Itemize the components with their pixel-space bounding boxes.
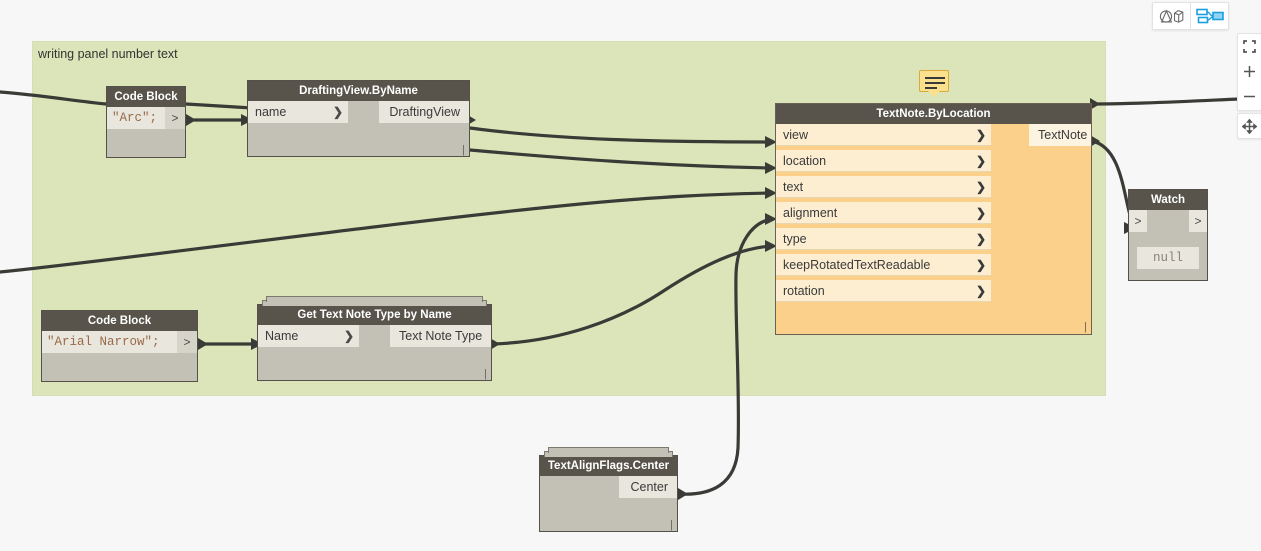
input-port-name[interactable]: Name ❯: [258, 325, 359, 347]
node-info-bubble-icon[interactable]: [919, 70, 949, 97]
port-label: rotation: [783, 284, 825, 298]
chevron-right-icon: ❯: [975, 284, 986, 298]
geometry-view-toggle[interactable]: [1153, 3, 1190, 29]
port-label: Name: [265, 329, 299, 343]
node-title: TextAlignFlags.Center: [540, 456, 677, 476]
fit-to-screen-button[interactable]: [1237, 34, 1261, 59]
note-bubble-tail: [928, 91, 940, 97]
node-resize-grip[interactable]: |: [484, 368, 487, 380]
port-label: keepRotatedTextReadable: [783, 258, 931, 272]
chevron-right-icon: ❯: [975, 232, 986, 246]
pan-move-icon: [1242, 118, 1257, 134]
watch-input-port[interactable]: >: [1129, 210, 1147, 232]
code-block-output-port[interactable]: >: [165, 107, 185, 129]
port-label: Text Note Type: [399, 329, 483, 343]
chevron-right-icon: ❯: [975, 154, 986, 168]
zoom-in-button[interactable]: [1237, 59, 1261, 84]
node-group-title: writing panel number text: [38, 47, 178, 61]
node-code-block-arial-narrow[interactable]: Code Block "Arial Narrow"; >: [41, 310, 198, 382]
node-get-text-note-type-by-name[interactable]: Get Text Note Type by Name Name ❯ Text N…: [257, 296, 492, 381]
node-title: Get Text Note Type by Name: [258, 305, 491, 325]
input-port-text[interactable]: text ❯: [776, 176, 991, 198]
node-resize-grip[interactable]: |: [462, 144, 465, 156]
chevron-right-icon: ❯: [332, 105, 343, 119]
node-title: Code Block: [42, 311, 197, 331]
input-port-rotation[interactable]: rotation ❯: [776, 280, 991, 302]
input-port-location[interactable]: location ❯: [776, 150, 991, 172]
output-port-draftingview[interactable]: DraftingView: [379, 101, 469, 123]
port-label: Center: [630, 480, 668, 494]
port-label: DraftingView: [389, 105, 460, 119]
node-code-block-arc[interactable]: Code Block "Arc"; >: [106, 86, 186, 158]
graph-nodes-icon: [1195, 8, 1224, 23]
node-watch[interactable]: Watch > > null: [1128, 189, 1208, 281]
pan-toolbar[interactable]: [1237, 113, 1261, 139]
port-label: name: [255, 105, 287, 119]
port-label: type: [783, 232, 807, 246]
watch-value: null: [1137, 247, 1199, 269]
note-line-3: [925, 87, 937, 89]
pan-button[interactable]: [1237, 114, 1261, 138]
chevron-right-icon: ❯: [975, 258, 986, 272]
toolbar-divider: [1190, 3, 1191, 29]
input-port-alignment[interactable]: alignment ❯: [776, 202, 991, 224]
node-resize-grip[interactable]: |: [670, 519, 673, 531]
node-title: DraftingView.ByName: [248, 81, 469, 101]
input-port-type[interactable]: type ❯: [776, 228, 991, 250]
output-port-textnote[interactable]: TextNote: [1029, 124, 1091, 146]
zoom-toolbar[interactable]: [1237, 33, 1261, 111]
watch-output-port[interactable]: >: [1189, 210, 1207, 232]
input-port-view[interactable]: view ❯: [776, 124, 991, 146]
plus-icon: [1244, 66, 1255, 77]
fit-to-screen-icon: [1243, 40, 1256, 53]
zoom-out-button[interactable]: [1237, 84, 1261, 109]
node-text-align-flags-center[interactable]: TextAlignFlags.Center Center |: [539, 447, 678, 532]
node-resize-grip[interactable]: |: [1084, 321, 1087, 333]
node-drafting-view-by-name[interactable]: DraftingView.ByName name ❯ DraftingView …: [247, 80, 470, 157]
port-label: location: [783, 154, 827, 168]
chevron-right-icon: ❯: [975, 206, 986, 220]
minus-icon: [1244, 95, 1255, 98]
code-block-text[interactable]: "Arc";: [107, 107, 165, 129]
chevron-right-icon: ❯: [343, 329, 354, 343]
node-title: Watch: [1129, 190, 1207, 210]
code-block-text[interactable]: "Arial Narrow";: [42, 331, 177, 353]
port-label: TextNote: [1038, 128, 1088, 142]
geometry-icon: [1159, 9, 1183, 23]
output-port-text-note-type[interactable]: Text Note Type: [390, 325, 491, 347]
node-title: TextNote.ByLocation: [776, 104, 1091, 124]
note-line-1: [925, 77, 945, 79]
input-port-keeprotatedtextreadable[interactable]: keepRotatedTextReadable ❯: [776, 254, 991, 276]
port-label: text: [783, 180, 804, 194]
node-text-note-by-location[interactable]: TextNote.ByLocation view ❯ location ❯ te…: [775, 103, 1092, 335]
port-label: view: [783, 128, 809, 142]
input-port-name[interactable]: name ❯: [248, 101, 348, 123]
chevron-right-icon: ❯: [975, 180, 986, 194]
code-block-output-port[interactable]: >: [177, 331, 197, 353]
chevron-right-icon: ❯: [975, 128, 986, 142]
note-line-2: [925, 82, 945, 84]
output-port-center[interactable]: Center: [619, 476, 677, 498]
graph-view-toggle[interactable]: [1191, 3, 1228, 29]
node-title: Code Block: [107, 87, 185, 107]
port-label: alignment: [783, 206, 838, 220]
view-toggle-group[interactable]: [1152, 2, 1229, 30]
